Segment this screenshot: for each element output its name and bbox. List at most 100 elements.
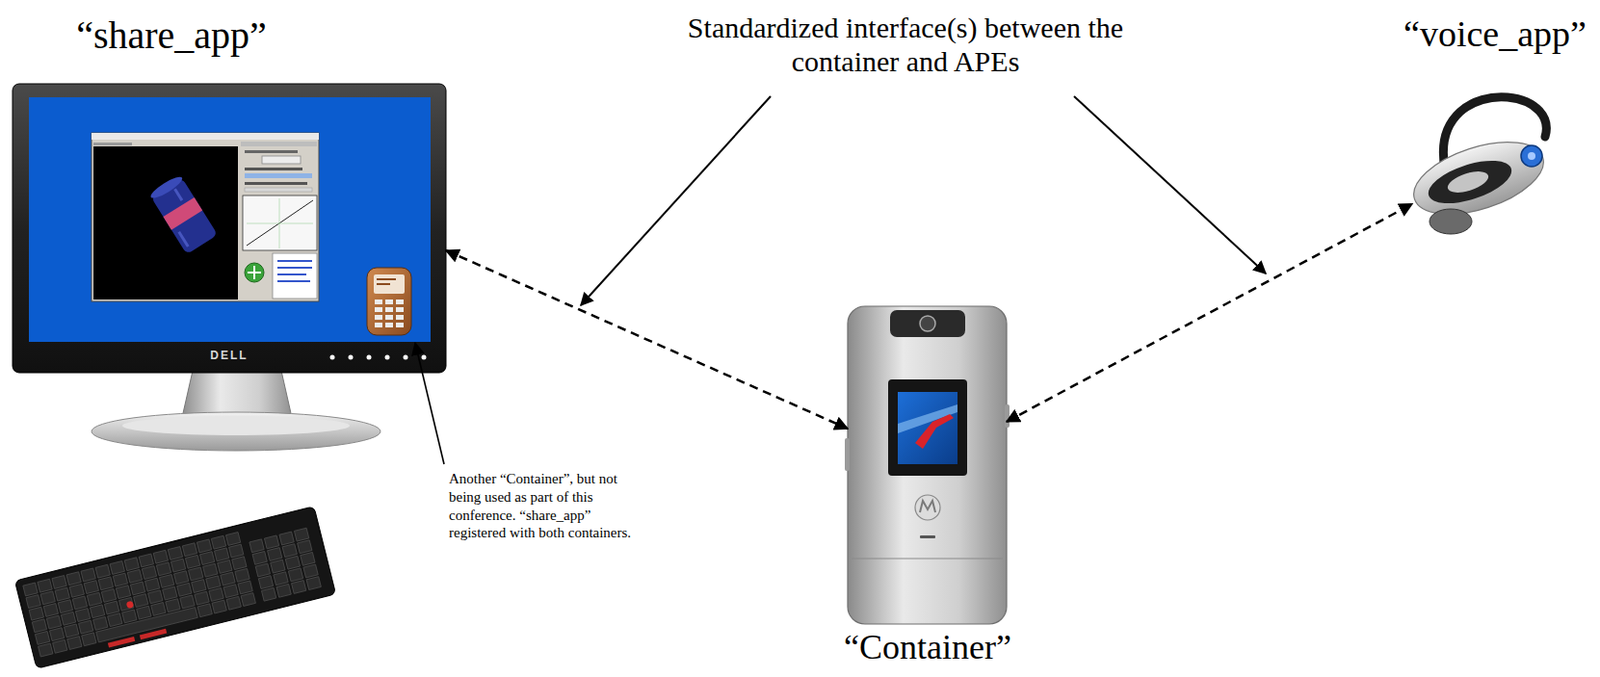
keyboard-key — [23, 582, 38, 597]
keyboard-key — [38, 643, 53, 657]
keyboard-key — [130, 581, 145, 596]
keyboard-key — [258, 576, 273, 590]
keyboard-key — [52, 576, 67, 590]
keyboard-key — [194, 591, 210, 605]
trackpoint — [126, 601, 134, 609]
keyboard-key — [191, 579, 207, 594]
keyboard-key — [136, 605, 152, 620]
keyboard-key — [255, 563, 270, 578]
keyboard-key — [89, 604, 105, 619]
keyboard-key — [214, 548, 230, 562]
keyboard-key — [273, 572, 289, 586]
device-node: “share_app” — [12, 83, 446, 373]
keyboard-illustration — [14, 506, 336, 670]
keyboard-key — [104, 601, 120, 615]
keyboard-key — [220, 572, 236, 586]
keyboard-key — [81, 632, 97, 647]
keyboard-key — [217, 560, 233, 575]
keyboard-key — [276, 583, 291, 598]
keyboard-key — [180, 595, 195, 609]
keyboard-key — [43, 603, 58, 618]
device-label: “share_app” — [76, 13, 267, 58]
keyboard-key — [101, 589, 116, 604]
keyboard-key — [95, 564, 110, 578]
keyboard-key — [170, 558, 185, 573]
phone-display — [897, 392, 958, 465]
leader-arrow — [1074, 96, 1266, 274]
keyboard-key — [151, 603, 166, 617]
keyboard-key — [177, 582, 192, 597]
leader-arrow — [415, 342, 445, 465]
phone-side-button — [844, 438, 850, 472]
keyboard-key — [199, 551, 214, 566]
keyboard-key — [279, 531, 294, 546]
keyboard-key — [226, 596, 241, 610]
keyboard-key — [300, 551, 315, 566]
display-chair — [915, 414, 954, 449]
keyboard-key — [297, 540, 313, 554]
keyboard-key — [237, 580, 253, 595]
app-window — [91, 132, 319, 302]
keyboard-key — [107, 613, 123, 628]
keyboard-key — [167, 547, 183, 561]
phone-slot — [919, 535, 936, 539]
keyboard-key — [156, 562, 171, 577]
phone-illustration — [844, 306, 1010, 625]
dashed-connector — [1006, 204, 1413, 422]
keyboard-key — [209, 588, 224, 603]
keyboard-key — [69, 583, 84, 598]
monitor-bezel — [12, 83, 446, 373]
earbud — [1429, 209, 1472, 235]
keyboard-key — [49, 628, 64, 642]
phone-side-button — [1004, 404, 1010, 428]
keyboard-key — [211, 600, 227, 614]
keyboard-key — [153, 550, 168, 564]
keyboard-key — [52, 639, 68, 654]
keyboard-key — [127, 569, 142, 583]
keyboard-key — [267, 548, 283, 562]
keyboard-key — [261, 587, 276, 602]
container-icon — [367, 267, 412, 336]
keyboard-key — [60, 611, 76, 626]
mouse-button — [107, 636, 135, 649]
keyboard-key — [37, 578, 53, 593]
keyboard-key — [206, 576, 221, 590]
keyboard-key — [225, 532, 240, 547]
keyboard-key — [291, 580, 307, 595]
power-dots — [330, 355, 427, 361]
phone-top-cap — [890, 310, 966, 338]
callout-note: Another “Container”, but not being used … — [448, 470, 642, 543]
keyboard-key — [240, 593, 256, 607]
phone-logo — [915, 495, 941, 521]
headset-light — [1521, 145, 1543, 167]
keyboard-body — [14, 506, 336, 670]
device-label: “Container” — [843, 628, 1012, 668]
keyboard-key — [282, 544, 297, 558]
keyboard-key — [67, 636, 82, 651]
keyboard-key — [78, 620, 94, 634]
keyboard-key — [210, 535, 226, 550]
keyboard-key — [159, 575, 175, 589]
keyboard-key — [285, 555, 300, 570]
keyboard-key — [252, 550, 267, 565]
headset-button — [1444, 167, 1491, 198]
cylinder-model — [148, 173, 218, 255]
keyboard-key — [165, 599, 181, 613]
keyboard-key — [249, 539, 264, 553]
keyboard-key — [40, 591, 55, 605]
keyboard-key — [288, 568, 303, 582]
keyboard-key — [232, 556, 247, 571]
monitor-screen — [28, 97, 431, 342]
monitor-base-top — [122, 416, 350, 436]
leader-arrow — [580, 96, 771, 306]
keyboard-key — [124, 557, 139, 572]
keyboard-key — [184, 554, 200, 569]
keyboard-key — [138, 553, 154, 568]
headset-body — [1405, 128, 1553, 229]
keyboard-key — [109, 561, 125, 576]
keyboard-key — [80, 568, 96, 582]
keyboard-key — [162, 586, 178, 601]
brand-logo: DELL — [209, 349, 248, 364]
